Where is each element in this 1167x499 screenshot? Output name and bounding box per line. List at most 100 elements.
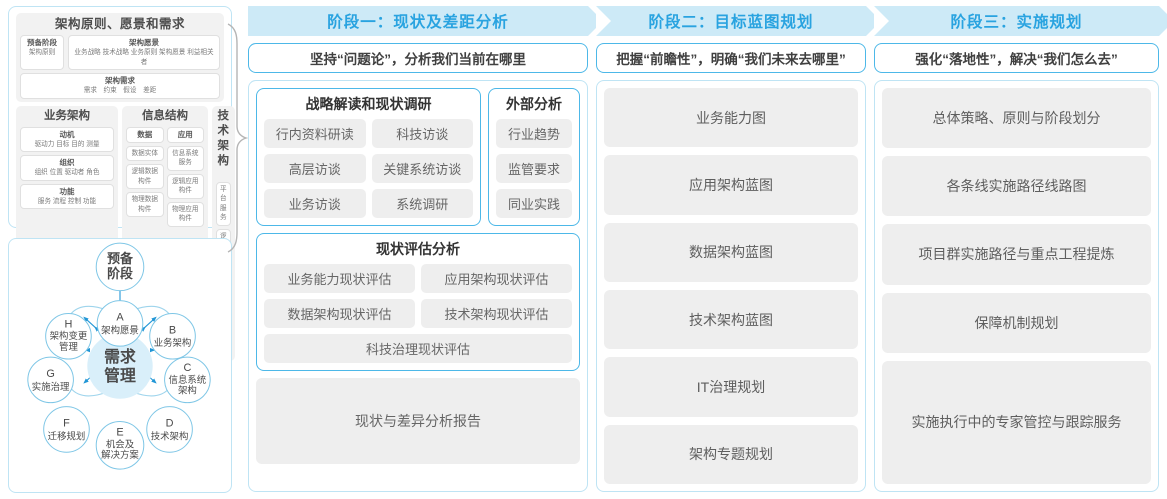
left-column: 架构原则、愿景和需求 预备阶段 架构原则 架构愿景 业务战略 技术战略 业务原则… [8, 6, 235, 493]
information-system-service-cell: 信息系统服务 [166, 145, 204, 171]
physical-data-component-cell: 物理数据构件 [126, 192, 164, 217]
chip-key-system-interview[interactable]: 关键系统访谈 [371, 154, 473, 183]
logical-application-component-cell: 逻辑应用构件 [166, 173, 204, 199]
svg-text:迁移规划: 迁移规划 [48, 430, 86, 441]
phase-3-slogan: 强化“落地性”，解决“我们怎么去” [874, 43, 1159, 73]
phase-2-body: 业务能力图 应用架构蓝图 数据架构蓝图 技术架构蓝图 IT治理规划 架构专题规划 [596, 80, 866, 492]
adm-prelim-line2: 阶段 [107, 266, 133, 281]
requirements-sub: 需求 约束 假设 差距 [83, 87, 157, 94]
phase-3-slogan-text: 强化“落地性”，解决“我们怎么去” [915, 52, 1118, 67]
chip-business-capability-assessment[interactable]: 业务能力现状评估 [264, 264, 415, 293]
svg-text:架构变更: 架构变更 [50, 330, 88, 341]
data-subcolumn: 数据 数据实体 逻辑数据构件 物理数据构件 [126, 126, 164, 227]
architecture-vision-cell: 架构愿景 业务战略 技术战略 业务原则 架构愿景 利益相关者 [68, 35, 220, 70]
vision-title: 架构愿景 [129, 38, 159, 47]
svg-text:架构愿景: 架构愿景 [101, 324, 139, 335]
chip-executive-interview[interactable]: 高层访谈 [264, 154, 366, 183]
business-function-cell: 功能 服务 流程 控制 功能 [20, 183, 114, 209]
svg-text:D: D [166, 417, 174, 429]
business-motivation-cell: 动机 驱动力 目标 目的 测量 [20, 126, 114, 152]
chip-application-architecture-assessment[interactable]: 应用架构现状评估 [421, 264, 572, 293]
adm-center-line1: 需求 [104, 347, 136, 366]
chip-data-architecture-assessment[interactable]: 数据架构现状评估 [264, 299, 415, 328]
phase-2-header-text: 阶段二：目标蓝图规划 [648, 14, 814, 31]
svg-text:F: F [63, 417, 70, 429]
chip-industry-trend[interactable]: 行业趋势 [496, 119, 572, 148]
phase-1-header: 阶段一：现状及差距分析 [248, 6, 603, 36]
adm-cycle-diagram: 预备 阶段 需求 管理 A 架构愿景 B 业务架构 C [27, 242, 211, 470]
chip-regulatory-requirement[interactable]: 监管要求 [496, 154, 572, 183]
svg-text:实施治理: 实施治理 [32, 381, 70, 392]
chip-architecture-topic-planning[interactable]: 架构专题规划 [604, 424, 858, 484]
chip-business-interview[interactable]: 业务访谈 [264, 189, 366, 218]
chip-expert-control-tracking-service[interactable]: 实施执行中的专家管控与跟踪服务 [882, 360, 1151, 485]
application-header-cell: 应用 [166, 126, 204, 143]
adm-center-line2: 管理 [104, 366, 136, 385]
prelim-sub: 架构原则 [28, 49, 56, 56]
adm-node-g: G 实施治理 [27, 356, 74, 404]
business-architecture-title: 业务架构 [44, 109, 90, 122]
chip-peer-practice[interactable]: 同业实践 [496, 189, 572, 218]
adm-node-d: D 技术架构 [146, 406, 193, 453]
requirements-title: 架构需求 [105, 76, 135, 85]
svg-text:C: C [183, 362, 191, 374]
chip-it-governance-planning[interactable]: IT治理规划 [604, 357, 858, 417]
adm-node-c: C 信息系统 架构 [164, 356, 211, 404]
phase-2-slogan-text: 把握“前瞻性”，明确“我们未来去哪里” [616, 52, 846, 67]
phase-3-header-text: 阶段三：实施规划 [950, 14, 1083, 31]
phase-1-column: 阶段一：现状及差距分析 坚持“问题论”，分析我们当前在哪里 战略解读和现状调研 … [248, 6, 603, 492]
adm-node-a: A 架构愿景 [96, 300, 144, 347]
chip-system-research[interactable]: 系统调研 [371, 189, 473, 218]
chip-technology-interview[interactable]: 科技访谈 [371, 119, 473, 148]
phase-1-body: 战略解读和现状调研 行内资料研读 科技访谈 高层访谈 关键系统访谈 业务访谈 系… [248, 80, 588, 492]
adm-node-h: H 架构变更 管理 [45, 312, 92, 360]
strategy-research-card: 战略解读和现状调研 行内资料研读 科技访谈 高层访谈 关键系统访谈 业务访谈 系… [256, 88, 481, 226]
svg-text:技术架构: 技术架构 [151, 430, 189, 441]
prelim-title: 预备阶段 [27, 38, 57, 47]
data-header-cell: 数据 [126, 126, 164, 143]
chip-overall-strategy-principles-phasing[interactable]: 总体策略、原则与阶段划分 [882, 88, 1151, 149]
chip-data-architecture-blueprint[interactable]: 数据架构蓝图 [604, 222, 858, 282]
vision-sub: 业务战略 技术战略 业务原则 架构愿景 利益相关者 [74, 49, 214, 66]
current-state-assessment-title: 现状评估分析 [376, 241, 460, 257]
svg-text:机会及: 机会及 [106, 438, 135, 449]
adm-prelim-line1: 预备 [107, 251, 134, 266]
svg-text:管理: 管理 [59, 341, 78, 352]
phase-3-header: 阶段三：实施规划 [874, 6, 1167, 36]
adm-cycle-panel: 预备 阶段 需求 管理 A 架构愿景 B 业务架构 C [8, 238, 232, 493]
svg-text:B: B [169, 324, 176, 336]
svg-text:H: H [65, 318, 73, 330]
chip-it-governance-assessment[interactable]: 科技治理现状评估 [264, 334, 572, 363]
strategy-research-title: 战略解读和现状调研 [305, 96, 432, 112]
external-analysis-card: 外部分析 行业趋势 监管要求 同业实践 [488, 88, 580, 226]
phase-1-header-text: 阶段一：现状及差距分析 [327, 14, 509, 31]
togaf-content-framework-panel: 架构原则、愿景和需求 预备阶段 架构原则 架构愿景 业务战略 技术战略 业务原则… [8, 6, 235, 406]
phase-2-slogan: 把握“前瞻性”，明确“我们未来去哪里” [596, 43, 866, 73]
chip-safeguard-mechanism-planning[interactable]: 保障机制规划 [882, 292, 1151, 353]
svg-text:架构: 架构 [178, 385, 197, 396]
logical-data-component-cell: 逻辑数据构件 [126, 164, 164, 189]
phase-2-column: 阶段二：目标蓝图规划 把握“前瞻性”，明确“我们未来去哪里” 业务能力图 应用架… [596, 6, 881, 492]
chip-business-capability-map[interactable]: 业务能力图 [604, 88, 858, 148]
phase-1-slogan: 坚持“问题论”，分析我们当前在哪里 [248, 43, 588, 73]
chip-program-roadmap-key-projects[interactable]: 项目群实施路径与重点工程提炼 [882, 224, 1151, 285]
group-title: 架构原则、愿景和需求 [54, 17, 185, 31]
platform-service-cell: 平台服务 [216, 181, 231, 226]
phase-1-slogan-text: 坚持“问题论”，分析我们当前在哪里 [310, 52, 526, 67]
svg-text:解决方案: 解决方案 [101, 449, 139, 460]
application-subcolumn: 应用 信息系统服务 逻辑应用构件 物理应用构件 [166, 126, 204, 227]
chip-technology-architecture-assessment[interactable]: 技术架构现状评估 [421, 299, 572, 328]
chip-application-architecture-blueprint[interactable]: 应用架构蓝图 [604, 155, 858, 215]
phase-2-header: 阶段二：目标蓝图规划 [596, 6, 881, 36]
architecture-requirements-cell: 架构需求 需求 约束 假设 差距 [20, 73, 220, 99]
external-analysis-title: 外部分析 [506, 96, 562, 112]
chip-internal-material-study[interactable]: 行内资料研读 [264, 119, 366, 148]
chip-technology-architecture-blueprint[interactable]: 技术架构蓝图 [604, 289, 858, 350]
chip-line-implementation-roadmap[interactable]: 各条线实施路径线路图 [882, 156, 1151, 217]
phase-3-body: 总体策略、原则与阶段划分 各条线实施路径线路图 项目群实施路径与重点工程提炼 保… [874, 80, 1159, 492]
current-state-assessment-card: 现状评估分析 业务能力现状评估 应用架构现状评估 数据架构现状评估 技术架构现状… [256, 233, 580, 371]
information-structure-title: 信息结构 [142, 109, 188, 122]
adm-node-b: B 业务架构 [149, 312, 196, 360]
chip-current-state-gap-report[interactable]: 现状与差异分析报告 [256, 378, 580, 464]
adm-node-f: F 迁移规划 [43, 406, 90, 453]
